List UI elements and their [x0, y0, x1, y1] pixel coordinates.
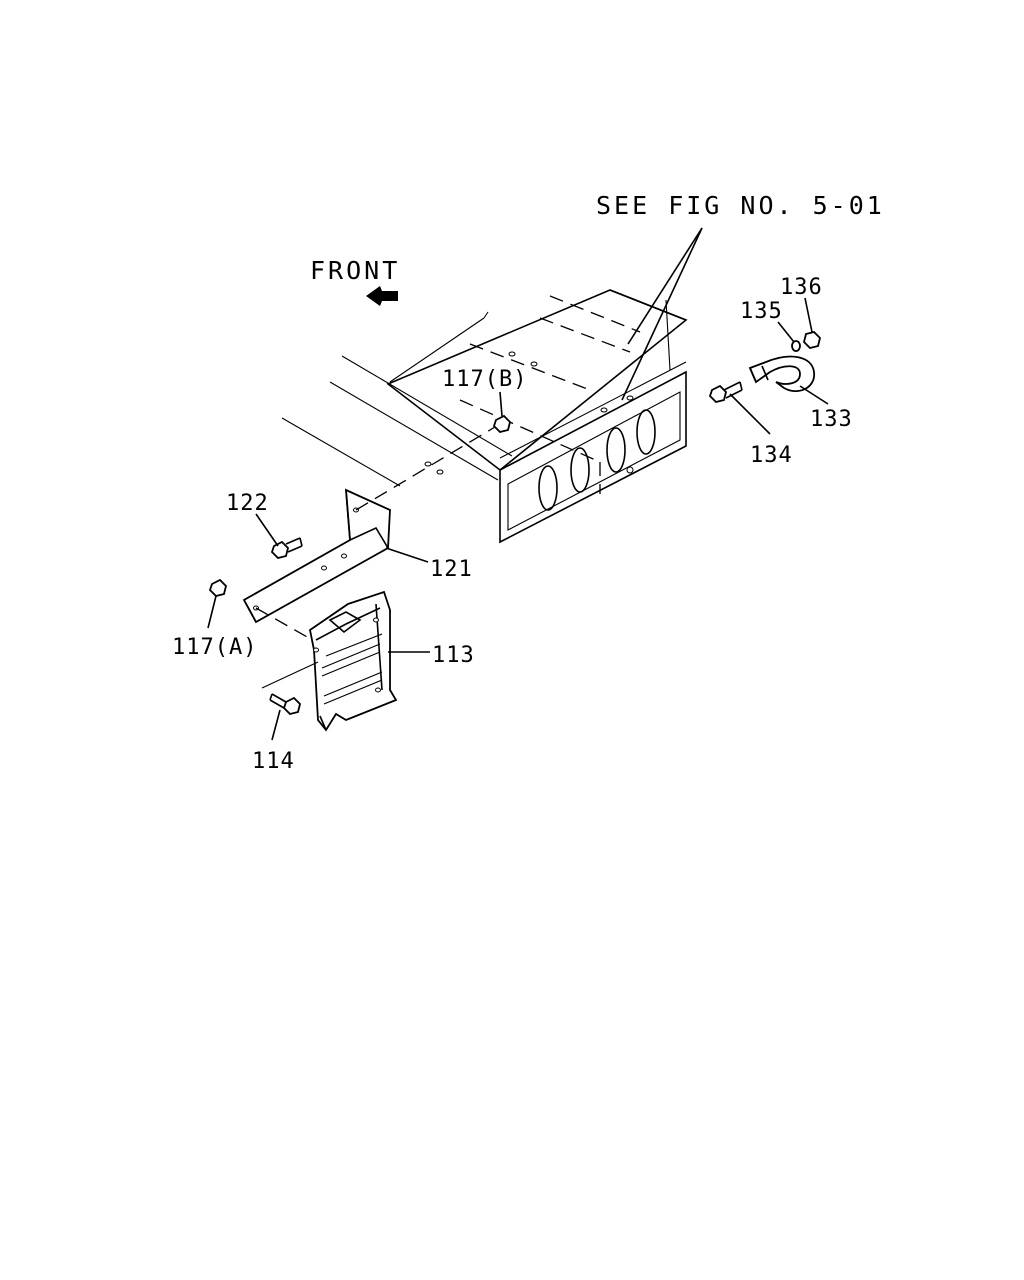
callout-113: 113: [432, 643, 475, 668]
callout-leaders: [207, 297, 829, 741]
bolt-122-icon: [270, 537, 303, 559]
washer-icon: [791, 340, 801, 352]
see-fig-note: SEE FIG NO. 5-01: [596, 191, 885, 220]
nut-136-icon: [803, 331, 821, 349]
rear-cross-member: [386, 289, 688, 544]
callout-134: 134: [750, 443, 793, 468]
frame-rails: [281, 295, 641, 487]
nut-117a-icon: [208, 578, 227, 597]
see-fig-leader-lines: [621, 227, 703, 401]
callout-133: 133: [810, 407, 853, 432]
bolt-114-icon: [269, 693, 301, 715]
callout-122: 122: [226, 491, 269, 516]
bracket-121: [242, 488, 391, 624]
callout-135: 135: [740, 299, 783, 324]
assembly-line-117a: [255, 607, 317, 643]
step-113: [261, 590, 398, 732]
bolt-134-icon: [708, 381, 743, 403]
front-arrow-icon: [366, 286, 398, 306]
front-label: FRONT: [310, 256, 400, 285]
callout-121: 121: [430, 557, 473, 582]
callout-136: 136: [780, 275, 823, 300]
callout-117a: 117(A): [172, 635, 257, 660]
callout-117b: 117(B): [442, 367, 527, 392]
callout-114: 114: [252, 749, 295, 774]
tow-hook: [748, 355, 815, 393]
nut-117b-icon: [492, 414, 511, 433]
assembly-line-117b: [355, 423, 501, 511]
